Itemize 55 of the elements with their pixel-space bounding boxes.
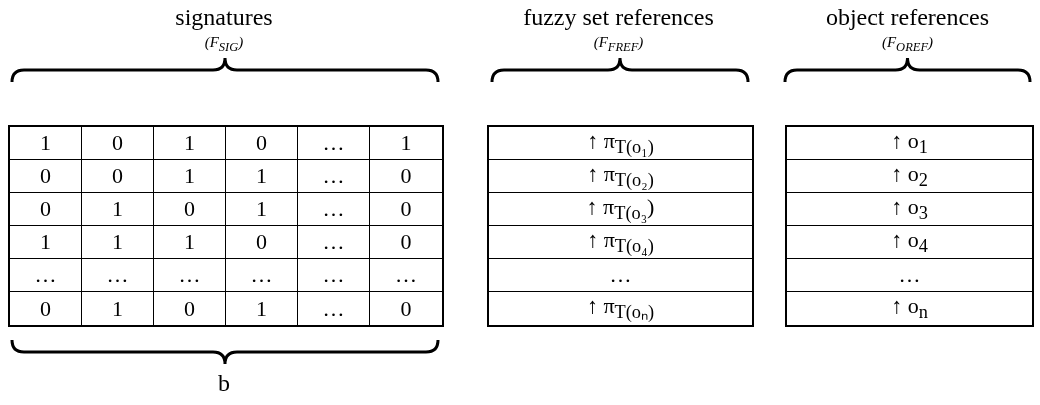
table-cell: ↑ π$_{T(o₁)}$: [489, 127, 752, 160]
table-cell: …: [298, 160, 370, 193]
table-cell-text: ↑ π$_{T(oₙ)}$: [585, 292, 656, 325]
table-cell: 0: [10, 160, 82, 193]
table-cell: …: [82, 259, 154, 292]
table-cell: ↑ o$_{3}$: [787, 193, 1032, 226]
table-cell: 0: [154, 292, 226, 325]
table-cell-text: ↑ o$_{n}$: [890, 292, 929, 325]
column-heading: fuzzy set references: [523, 4, 714, 31]
table-cell: 0: [226, 226, 298, 259]
table-cell: …: [298, 193, 370, 226]
table-cell: …: [787, 259, 1032, 292]
set-symbol: (F$_{SIG}$): [204, 34, 244, 55]
table-cell: …: [154, 259, 226, 292]
table-cell: 0: [370, 226, 442, 259]
table-cell: 1: [154, 160, 226, 193]
table-cell: ↑ o$_{2}$: [787, 160, 1032, 193]
table-cell: ↑ π$_{T(o₄)}$: [489, 226, 752, 259]
table-cell: ↑ π$_{T(o₃}$): [489, 193, 752, 226]
column-heading: object references: [825, 4, 990, 31]
table-cell: 0: [370, 160, 442, 193]
table-cell-text: 0: [399, 294, 413, 323]
table-cell: …: [489, 259, 752, 292]
brace-label: b: [218, 370, 230, 397]
table-cell: 0: [226, 127, 298, 160]
table-cell: 0: [154, 193, 226, 226]
set-symbol: (F$_{FREF}$): [593, 34, 644, 55]
table-cell: 1: [10, 127, 82, 160]
table-cell: …: [298, 226, 370, 259]
table-cell: 1: [154, 127, 226, 160]
table-cell: 0: [82, 160, 154, 193]
table-cell: …: [370, 259, 442, 292]
table-cell: 0: [10, 292, 82, 325]
table-cell: 0: [370, 193, 442, 226]
table-cell: …: [298, 259, 370, 292]
table-cell: ↑ o$_{1}$: [787, 127, 1032, 160]
table-cell: …: [10, 259, 82, 292]
table-cell: ↑ π$_{T(o₂)}$: [489, 160, 752, 193]
table-cell: …: [298, 292, 370, 325]
table-cell: 1: [370, 127, 442, 160]
table-cell: 1: [154, 226, 226, 259]
table-cell: 1: [82, 193, 154, 226]
table-cell: …: [298, 127, 370, 160]
table-cell: ↑ o$_{4}$: [787, 226, 1032, 259]
table-cell: 0: [10, 193, 82, 226]
column-heading: signatures: [175, 4, 273, 31]
table-cell: 1: [10, 226, 82, 259]
table-cell: 0: [82, 127, 154, 160]
table-cell: 1: [82, 226, 154, 259]
set-symbol: (F$_{OREF}$): [881, 34, 934, 55]
table-cell: 1: [226, 292, 298, 325]
table-cell: …: [226, 259, 298, 292]
table-cell: 1: [226, 160, 298, 193]
table-cell: 1: [226, 193, 298, 226]
table-cell: 1: [82, 292, 154, 325]
